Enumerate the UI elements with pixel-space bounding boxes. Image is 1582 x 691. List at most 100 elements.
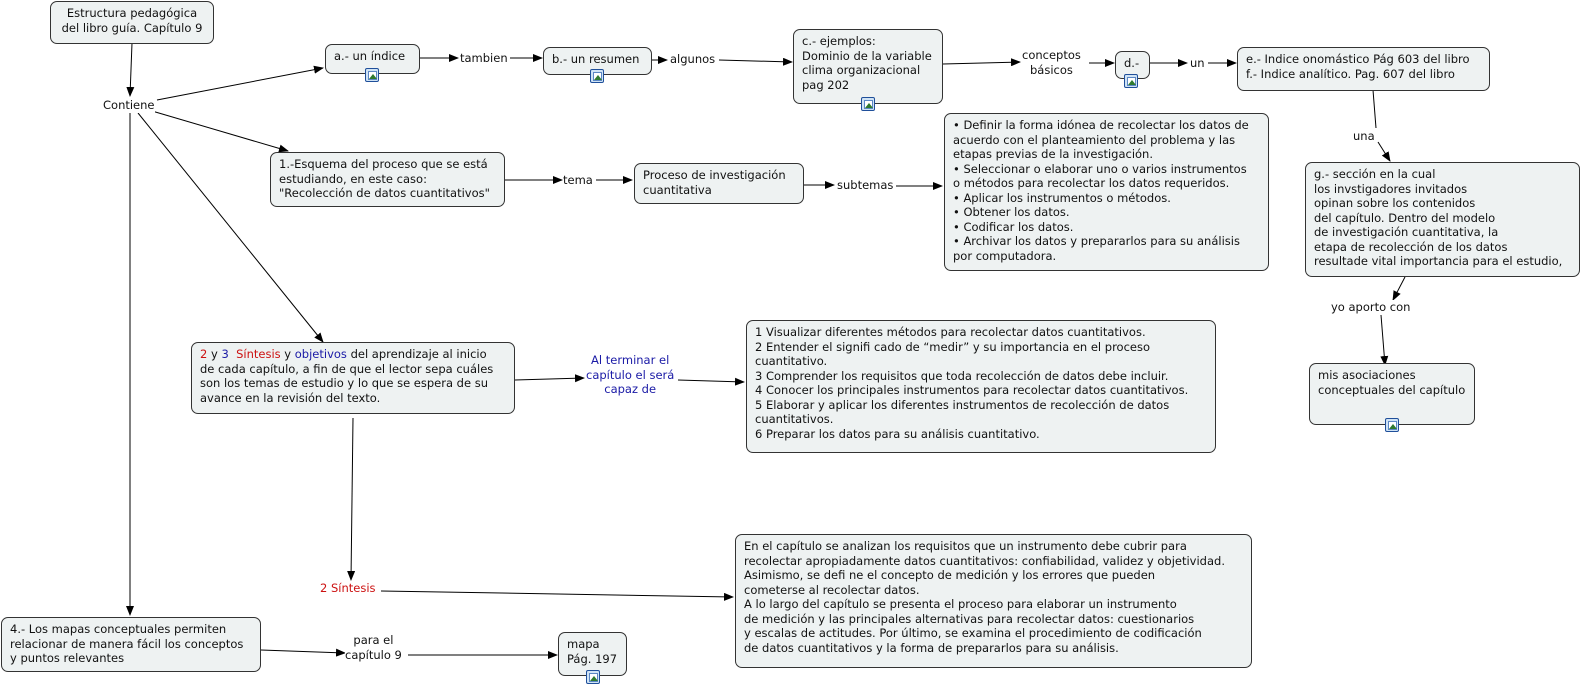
node-text: 2 Entender el signifi cado de “medir” y … <box>755 339 1151 354</box>
link-label-contiene: Contiene <box>103 98 155 113</box>
node-subtemas-list[interactable]: • Definir la forma idónea de recolectar … <box>944 113 1269 271</box>
link-label-una: una <box>1353 129 1375 144</box>
node-text: d.- <box>1124 56 1140 70</box>
node-text: acuerdo con el planteamiento del problem… <box>953 132 1236 147</box>
node-text: 1.-Esquema del proceso que se está <box>279 157 488 171</box>
link-label-subtemas: subtemas <box>837 178 894 193</box>
node-seccion[interactable]: g.- sección en la cual los invstigadores… <box>1305 162 1580 277</box>
node-text-line-1: 2 y 3 Síntesis y objetivos del aprendiza… <box>200 347 506 362</box>
link-label-conceptos-basicos: conceptos básicos <box>1022 48 1081 77</box>
node-objetivos-list[interactable]: 1 Visualizar diferentes métodos para rec… <box>746 320 1216 453</box>
node-text: los invstigadores invitados <box>1314 181 1468 196</box>
node-text: 4 Conocer los principales instrumentos p… <box>755 383 1189 397</box>
link-label-2-sintesis: 2 Síntesis <box>320 581 376 596</box>
node-asociaciones[interactable]: mis asociaciones conceptuales del capítu… <box>1309 363 1475 425</box>
node-text: conceptuales del capítulo <box>1318 382 1466 397</box>
node-text: A lo largo del capítulo se presenta el p… <box>744 597 1177 611</box>
node-text: c.- ejemplos: <box>802 34 876 48</box>
node-proceso-investigacion[interactable]: Proceso de investigación cuantitativa <box>634 163 804 204</box>
image-attachment-icon[interactable] <box>1385 418 1399 432</box>
edge-contiene-sintesis <box>137 112 324 343</box>
node-sintesis-objetivos[interactable]: 2 y 3 Síntesis y objetivos del aprendiza… <box>191 342 515 414</box>
link-label-algunos: algunos <box>670 52 716 67</box>
node-sintesis-text[interactable]: En el capítulo se analizan los requisito… <box>735 534 1252 668</box>
node-indices[interactable]: e.- Indice onomástico Pág 603 del libro … <box>1237 47 1490 91</box>
label-line: básicos <box>1030 62 1073 77</box>
label-line: conceptos <box>1022 48 1081 62</box>
node-text: • Seleccionar o elaborar uno o varios in… <box>953 161 1247 176</box>
node-text: "Recolección de datos cuantitativos" <box>279 186 490 200</box>
node-text: b.- un resumen <box>552 52 640 66</box>
conjunction: y <box>284 347 292 361</box>
node-text: • Codificar los datos. <box>953 219 1074 234</box>
label-line: capítulo el será <box>586 367 675 382</box>
label-line: capaz de <box>604 382 657 396</box>
node-text: estudiando, en este caso: <box>279 171 427 186</box>
node-text: de medición y las principales alternativ… <box>744 611 1195 626</box>
node-text: del libro guía. Capítulo 9 <box>61 20 203 35</box>
edge-contiene-esquema <box>151 110 289 153</box>
node-text: • Aplicar los instrumentos o métodos. <box>953 190 1171 205</box>
link-label-tambien: tambien <box>460 51 508 66</box>
node-mapas-conceptuales[interactable]: 4.- Los mapas conceptuales permiten rela… <box>1 617 261 672</box>
node-text: y escalas de actitudes. Por último, se e… <box>744 626 1202 640</box>
node-text: Pág. 197 <box>567 651 618 666</box>
node-text: relacionar de manera fácil los conceptos <box>10 636 244 651</box>
node-text: pag 202 <box>802 77 850 92</box>
node-text: En el capítulo se analizan los requisito… <box>744 539 1187 553</box>
number-three: 3 <box>221 347 229 361</box>
node-text: de cada capítulo, a fin de que el lector… <box>200 361 494 376</box>
node-text: 4.- Los mapas conceptuales permiten <box>10 622 227 636</box>
node-text: cuantitativo. <box>755 354 828 368</box>
node-text: Estructura pedagógica <box>66 6 198 20</box>
node-text: por computadora. <box>953 248 1057 263</box>
node-ejemplos[interactable]: c.- ejemplos: Dominio de la variable cli… <box>793 29 943 104</box>
node-text: • Obtener los datos. <box>953 205 1070 219</box>
node-text: mis asociaciones <box>1318 368 1416 382</box>
link-label-tema: tema <box>563 173 593 188</box>
node-text: avance en la revisión del texto. <box>200 390 381 405</box>
node-text: g.- sección en la cual <box>1314 167 1436 181</box>
node-text: a.- un índice <box>334 49 406 63</box>
node-text: cuantitativa <box>643 182 712 197</box>
node-text: etapa de recolección de los datos <box>1314 239 1508 254</box>
image-attachment-icon[interactable] <box>1124 74 1138 88</box>
link-label-para-el: para el capítulo 9 <box>345 633 402 662</box>
node-text: e.- Indice onomástico Pág 603 del libro <box>1246 52 1470 66</box>
image-attachment-icon[interactable] <box>586 670 600 684</box>
conjunction: y <box>210 347 218 361</box>
number-two: 2 <box>200 347 208 361</box>
node-text: resultade vital importancia para el estu… <box>1314 254 1563 268</box>
node-text: 1 Visualizar diferentes métodos para rec… <box>755 325 1146 339</box>
link-label-un: un <box>1190 56 1205 71</box>
node-text: • Archivar los datos y prepararlos para … <box>953 234 1240 248</box>
node-text: son los temas de estudio y lo que se esp… <box>200 376 488 390</box>
image-attachment-icon[interactable] <box>861 97 875 111</box>
edge-contiene-indice <box>156 65 324 101</box>
node-text: cometerse al recolectar datos. <box>744 582 920 597</box>
objetivos-word: objetivos <box>294 347 347 361</box>
node-text: Dominio de la variable <box>802 48 932 63</box>
node-text: mapa <box>567 637 600 651</box>
link-label-yo-aporto: yo aporto con <box>1331 300 1411 315</box>
node-text: cuantitativos. <box>755 412 834 426</box>
node-text: Asimismo, se defi ne el concepto de medi… <box>744 568 1156 582</box>
label-line: Al terminar el <box>591 353 670 367</box>
node-esquema[interactable]: 1.-Esquema del proceso que se está estud… <box>270 152 505 207</box>
node-text: 3 Comprender los requisitos que toda rec… <box>755 368 1169 383</box>
node-text: 5 Elaborar y aplicar los diferentes inst… <box>755 397 1170 412</box>
image-attachment-icon[interactable] <box>365 68 379 82</box>
node-text: etapas previas de la investigación. <box>953 147 1154 161</box>
node-text: clima organizacional <box>802 63 921 77</box>
node-text: y puntos relevantes <box>10 651 125 665</box>
node-mapa-pag[interactable]: mapa Pág. 197 <box>558 632 627 676</box>
node-text: Proceso de investigación <box>643 168 786 182</box>
node-estructura-pedagogica[interactable]: Estructura pedagógica del libro guía. Ca… <box>50 1 214 44</box>
image-attachment-icon[interactable] <box>590 69 604 83</box>
node-text: del aprendizaje al inicio <box>350 347 487 361</box>
node-text: • Definir la forma idónea de recolectar … <box>953 118 1249 132</box>
node-text: o métodos para recolectar los datos requ… <box>953 176 1230 190</box>
label-line: capítulo 9 <box>345 647 402 662</box>
sintesis-word: Síntesis <box>236 347 281 361</box>
